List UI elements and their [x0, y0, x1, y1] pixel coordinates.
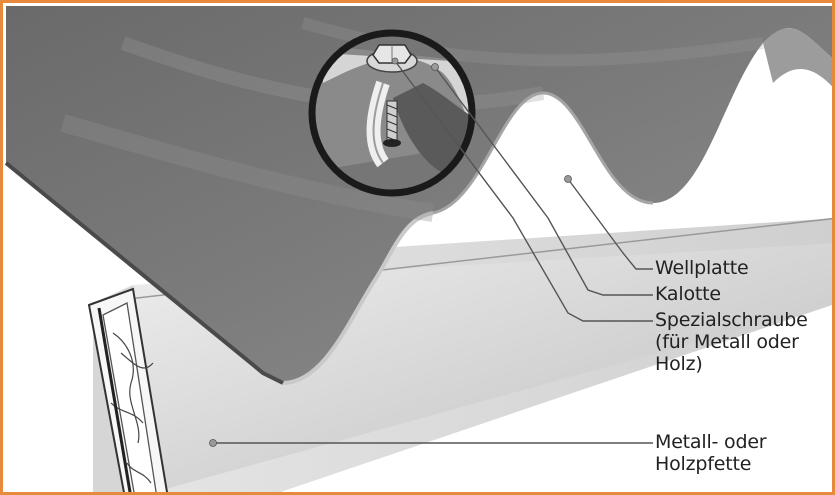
roof-illustration [3, 3, 835, 495]
label-wellplatte: Wellplatte [655, 257, 749, 279]
label-spezialschraube: Spezialschraube (für Metall oder Holz) [655, 309, 808, 375]
label-pfette: Metall- oder Holzpfette [655, 431, 766, 475]
label-kalotte: Kalotte [655, 283, 721, 305]
